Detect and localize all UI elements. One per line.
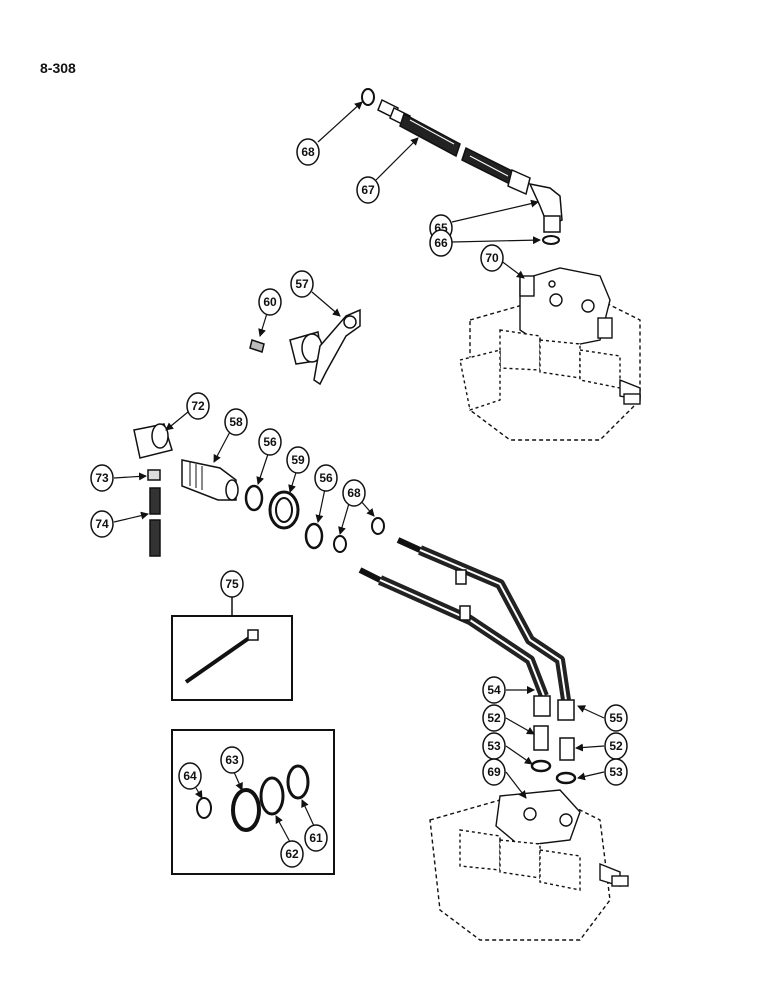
svg-text:68: 68	[347, 486, 361, 500]
svg-text:57: 57	[295, 277, 309, 291]
sleeve-and-pins	[133, 423, 173, 557]
upper-control-valve	[459, 267, 641, 441]
svg-text:54: 54	[487, 683, 501, 697]
adapters-and-washers	[530, 725, 577, 785]
callout-68-b: 68	[342, 479, 366, 507]
screw-60	[249, 339, 265, 353]
callout-53-a: 53	[482, 732, 506, 760]
callout-55: 55	[604, 704, 628, 732]
callout-bubbles: 68 67 65 66 70 57 60 72 58 56 59 56 68 7…	[90, 138, 628, 868]
callout-64: 64	[178, 762, 202, 790]
callout-62: 62	[280, 840, 304, 868]
control-lever-assembly	[249, 308, 361, 386]
o-ring-68-a	[333, 535, 347, 553]
o-ring-68-b	[371, 517, 385, 535]
svg-text:58: 58	[229, 415, 243, 429]
adapter-52b	[559, 737, 575, 761]
svg-text:66: 66	[434, 236, 448, 250]
upper-hose-67	[399, 112, 461, 158]
adapter-52a	[533, 725, 549, 751]
svg-text:70: 70	[485, 251, 499, 265]
roll-pin-74a	[149, 487, 161, 515]
svg-text:69: 69	[487, 765, 501, 779]
svg-text:56: 56	[263, 435, 277, 449]
o-ring-68-top	[361, 88, 375, 106]
screw-73	[147, 469, 161, 481]
svg-text:75: 75	[225, 577, 239, 591]
callout-59: 59	[286, 446, 310, 474]
svg-text:62: 62	[285, 847, 299, 861]
svg-text:61: 61	[309, 831, 323, 845]
cable-tie-75	[184, 634, 254, 684]
spool-and-rings	[181, 459, 385, 553]
o-ring-66	[542, 235, 560, 245]
leader-lines	[113, 101, 605, 843]
svg-text:60: 60	[263, 295, 277, 309]
lower-control-valve	[429, 789, 629, 941]
svg-text:68: 68	[301, 145, 315, 159]
callout-66: 66	[429, 229, 453, 257]
seal-62	[259, 776, 285, 816]
page-code: 8-308	[40, 60, 76, 76]
callout-69: 69	[482, 758, 506, 786]
callout-68-top: 68	[296, 138, 320, 166]
callout-70: 70	[480, 244, 504, 272]
callout-56-b: 56	[314, 464, 338, 492]
svg-text:64: 64	[183, 769, 197, 783]
upper-hose-assembly	[361, 88, 563, 245]
callout-58: 58	[224, 408, 248, 436]
callout-72: 72	[186, 392, 210, 420]
callout-57: 57	[290, 270, 314, 298]
snap-ring-56b	[304, 522, 324, 550]
lower-hose-assembly	[358, 537, 575, 721]
svg-text:52: 52	[609, 739, 623, 753]
snap-ring-56a	[244, 484, 264, 512]
callout-54: 54	[482, 676, 506, 704]
svg-text:53: 53	[487, 739, 501, 753]
hose-54	[377, 575, 549, 698]
callout-52-a: 52	[482, 704, 506, 732]
roll-pin-74b	[149, 519, 161, 557]
callout-60: 60	[258, 288, 282, 316]
callout-61: 61	[304, 824, 328, 852]
svg-text:72: 72	[191, 399, 205, 413]
seal-64	[196, 797, 212, 819]
callout-63: 63	[220, 746, 244, 774]
callout-67: 67	[356, 176, 380, 204]
svg-text:63: 63	[225, 753, 239, 767]
seal-61	[286, 764, 310, 800]
callout-75: 75	[220, 570, 244, 598]
callout-56-a: 56	[258, 428, 282, 456]
inset-seal-kit-box	[171, 729, 335, 875]
svg-text:53: 53	[609, 765, 623, 779]
svg-text:55: 55	[609, 711, 623, 725]
callout-73: 73	[90, 464, 114, 492]
svg-text:56: 56	[319, 471, 333, 485]
washer-53b	[555, 771, 577, 785]
seal-63	[231, 788, 261, 832]
svg-text:59: 59	[291, 453, 305, 467]
washer-53a	[530, 759, 552, 773]
callout-53-b: 53	[604, 758, 628, 786]
callout-74: 74	[90, 510, 114, 538]
svg-text:73: 73	[95, 471, 109, 485]
svg-text:67: 67	[361, 183, 375, 197]
inset-75-box	[171, 596, 293, 701]
callout-52-b: 52	[604, 732, 628, 760]
svg-text:52: 52	[487, 711, 501, 725]
svg-text:74: 74	[95, 517, 109, 531]
